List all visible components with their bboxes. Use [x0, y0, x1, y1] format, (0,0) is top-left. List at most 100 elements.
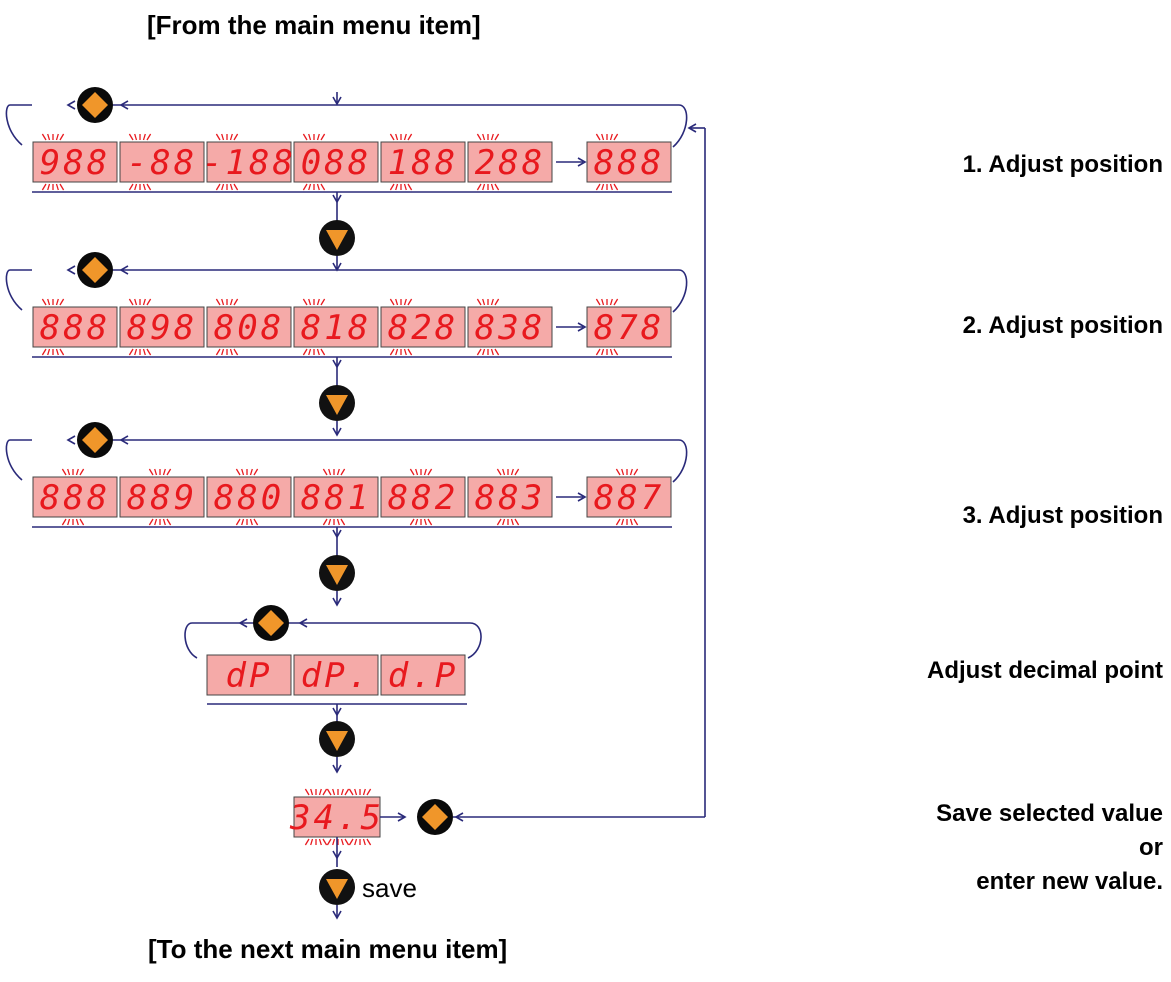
down-key-button-save[interactable]: [319, 869, 355, 905]
blink-ray: [134, 348, 138, 356]
display-row-1-3: -188: [202, 141, 296, 183]
down-key-button-row-3[interactable]: [319, 555, 355, 591]
arrow-down-icon: [332, 850, 342, 860]
arrow-left-icon: [119, 435, 129, 445]
blink-ray: [340, 788, 344, 796]
blink-ray: [322, 518, 328, 526]
set-key-button-decimal[interactable]: [253, 605, 289, 641]
arrow-down-icon: [332, 359, 342, 369]
blink-ray: [41, 133, 47, 141]
blink-ray: [146, 133, 152, 141]
blink-ray: [229, 298, 233, 306]
blink-indicator-icon: [128, 183, 152, 191]
arrow-left-icon: [454, 812, 464, 822]
blink-ray: [134, 298, 138, 306]
blink-ray: [320, 133, 326, 141]
blink-ray: [59, 348, 65, 356]
step-3-label: 3. Adjust position: [962, 502, 1163, 529]
display-value: -188: [202, 143, 296, 183]
blink-ray: [304, 788, 310, 796]
down-key-button-row-2[interactable]: [319, 385, 355, 421]
blink-ray: [235, 518, 241, 526]
blink-ray: [221, 133, 225, 141]
blink-ray: [47, 348, 51, 356]
blink-ray: [55, 133, 59, 141]
blink-ray: [490, 298, 494, 306]
blink-ray: [302, 348, 308, 356]
blink-indicator-icon: [389, 348, 413, 356]
display-value: 988: [40, 143, 110, 183]
display-frame: [380, 476, 466, 518]
display-decimal-3: d.P: [380, 654, 466, 696]
down-key-button-decimal[interactable]: [319, 721, 355, 757]
blink-ray: [55, 183, 59, 191]
blink-ray: [354, 788, 358, 796]
display-row-3-4: 881: [293, 476, 379, 518]
blink-ray: [59, 133, 65, 141]
blink-ray: [166, 518, 172, 526]
display-row-2-1: 888: [32, 306, 118, 348]
blink-ray: [354, 838, 358, 846]
display-row-2-end: 878: [586, 306, 672, 348]
blink-ray: [41, 183, 47, 191]
blink-ray: [326, 788, 332, 796]
set-key-button-row-3[interactable]: [77, 422, 113, 458]
blink-ray: [366, 838, 372, 846]
blink-ray: [59, 183, 65, 191]
decimal-point-label: Adjust decimal point: [926, 657, 1163, 684]
set-key-button-row-1[interactable]: [77, 87, 113, 123]
blink-ray: [601, 133, 605, 141]
blink-ray: [148, 518, 154, 526]
blink-ray: [427, 468, 433, 476]
blink-ray: [595, 298, 601, 306]
blink-ray: [308, 133, 312, 141]
display-frame: [293, 141, 379, 183]
blink-ray: [215, 133, 221, 141]
blink-ray: [233, 133, 239, 141]
blink-indicator-icon: [389, 133, 413, 141]
step-1-label: 1. Adjust position: [962, 151, 1163, 178]
blink-ray: [310, 788, 314, 796]
blink-ray: [166, 468, 172, 476]
loop-left: [5, 439, 32, 481]
blink-ray: [320, 348, 326, 356]
blink-ray: [146, 183, 152, 191]
blink-ray: [235, 468, 241, 476]
blink-ray: [621, 518, 625, 526]
blink-ray: [233, 348, 239, 356]
blink-ray: [322, 838, 328, 846]
display-value: d.P: [388, 656, 458, 696]
display-frame: [293, 476, 379, 518]
blink-indicator-icon: [409, 518, 433, 526]
blink-ray: [601, 183, 605, 191]
blink-ray: [241, 468, 245, 476]
blink-ray: [316, 183, 320, 191]
blink-ray: [482, 133, 486, 141]
display-value: 881: [301, 478, 371, 518]
blink-ray: [476, 183, 482, 191]
blink-ray: [67, 468, 71, 476]
blink-indicator-icon: [148, 518, 172, 526]
blink-ray: [615, 468, 621, 476]
blink-ray: [415, 468, 419, 476]
blink-ray: [142, 298, 146, 306]
blink-ray: [47, 133, 51, 141]
down-key-button-row-1[interactable]: [319, 220, 355, 256]
display-value: 818: [301, 308, 371, 348]
set-key-button-save[interactable]: [417, 799, 453, 835]
blink-ray: [148, 468, 154, 476]
blink-ray: [502, 518, 506, 526]
display-row-3-5: 882: [380, 476, 466, 518]
blink-ray: [162, 518, 166, 526]
blink-ray: [407, 133, 413, 141]
blink-ray: [601, 348, 605, 356]
arrow-left-icon: [238, 618, 248, 628]
display-value: 808: [214, 308, 284, 348]
blink-ray: [47, 183, 51, 191]
blink-indicator-icon: [615, 518, 639, 526]
blink-ray: [336, 518, 340, 526]
blink-indicator-icon: [322, 518, 346, 526]
display-row-1-5: 188: [380, 141, 466, 183]
set-key-button-row-2[interactable]: [77, 252, 113, 288]
diamond-key-icon: [82, 427, 108, 453]
